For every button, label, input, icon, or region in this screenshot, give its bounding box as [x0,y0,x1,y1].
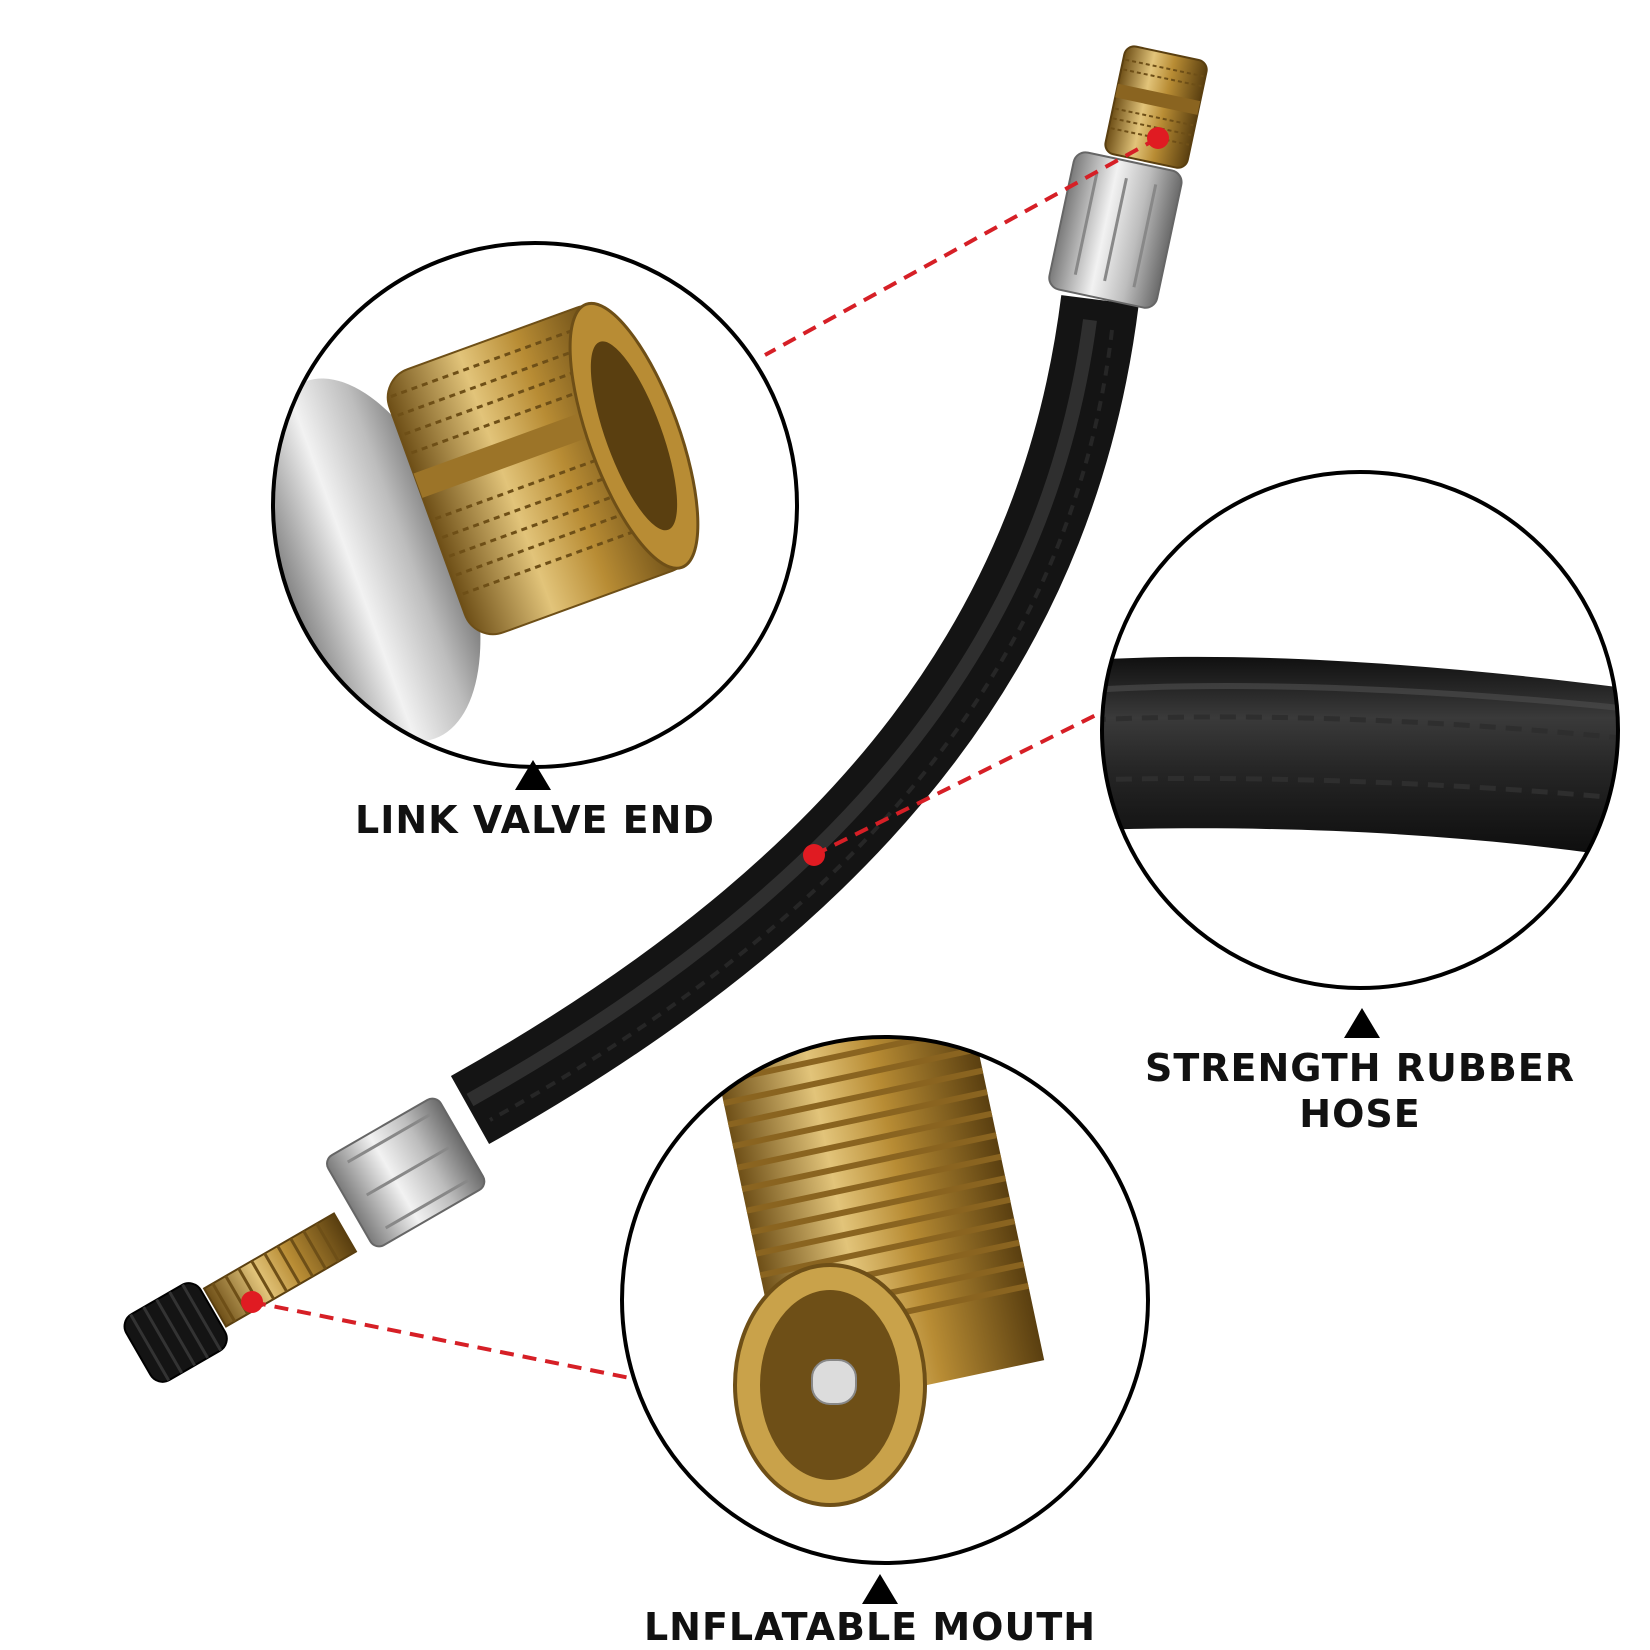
triangle-up-icon [1344,1008,1380,1038]
label-strength-rubber-hose: STRENGTH RUBBER HOSE [1130,1045,1590,1137]
detail-circle-mouth [620,1035,1150,1565]
top-ferrule [1048,151,1183,309]
triangle-up-icon [515,760,551,790]
triangle-up-icon [862,1574,898,1604]
top-brass-nut [1104,45,1208,169]
callout-lines [251,136,1159,1382]
label-inflatable-mouth: LNFLATABLE MOUTH [643,1605,1097,1649]
detail-circle-hose [1100,470,1620,990]
label-hose-line1: STRENGTH RUBBER [1144,1046,1576,1090]
hose-product [123,45,1208,1383]
callout-line-valve-end [764,136,1159,357]
hose-highlight [466,319,1097,1107]
callout-dot-valve-end [1147,127,1169,149]
callout-line-mouth [251,1300,641,1382]
bottom-ferrule [326,1097,486,1248]
callout-dot-hose [803,844,825,866]
callout-line-hose [813,710,1103,857]
label-link-valve-end: LINK VALVE END [355,798,715,842]
label-hose-line2: HOSE [1299,1092,1421,1136]
callout-dot-mouth [241,1291,263,1313]
valve-cap [123,1282,228,1383]
detail-circle-valve-end [271,241,799,769]
